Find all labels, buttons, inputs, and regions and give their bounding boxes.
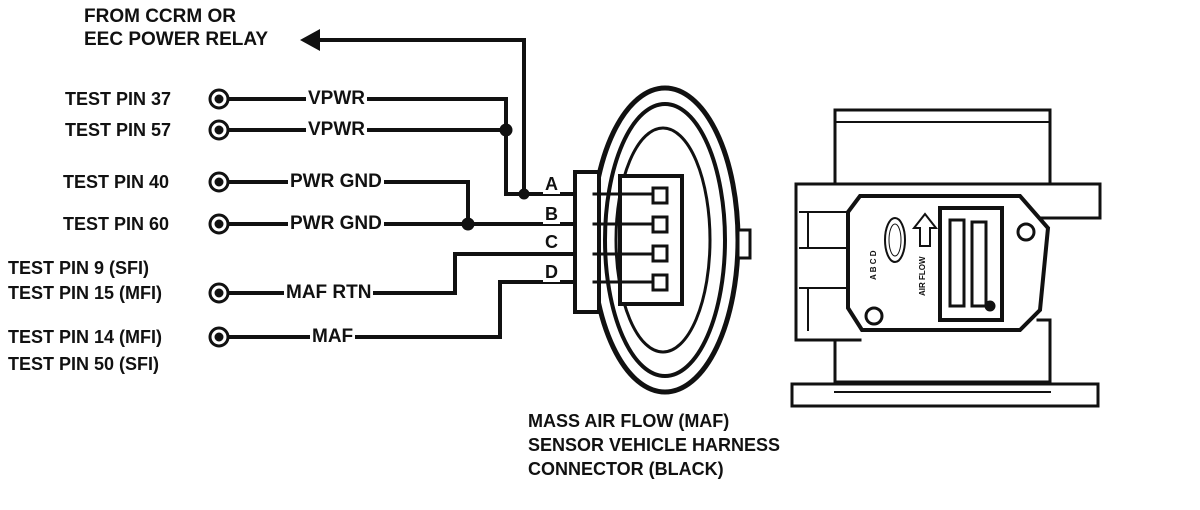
gnd-splice <box>461 217 475 231</box>
test-pin-label: TEST PIN 57 <box>65 120 172 140</box>
test-pin-label: TEST PIN 9 (SFI) <box>8 258 150 278</box>
power-relay-arrowhead <box>300 29 320 51</box>
test-pin-label: TEST PIN 60 <box>63 214 170 234</box>
signal-label-vpwr: VPWR <box>306 88 367 109</box>
signal-label-vpwr: VPWR <box>306 119 367 140</box>
signal-label-maf-rtn: MAF RTN <box>284 282 374 303</box>
vpwr-wire-37 <box>228 97 508 134</box>
power-relay-wire <box>316 38 526 196</box>
sensor-flow-label: AIR FLOW <box>918 256 927 296</box>
connector-pin-c-label: C <box>543 232 560 252</box>
signal-label-pwr-gnd: PWR GND <box>288 171 384 192</box>
source-label-line2: EEC POWER RELAY <box>84 29 269 50</box>
signal-label-pwr-gnd: PWR GND <box>288 213 384 234</box>
maf-wire <box>228 280 596 339</box>
source-label-line1: FROM CCRM OR <box>84 6 236 27</box>
test-pin-label: TEST PIN 50 (SFI) <box>8 354 160 374</box>
connector-caption-line1: MASS AIR FLOW (MAF) <box>528 411 730 431</box>
pin-a-splice <box>518 188 530 200</box>
test-pin-label: TEST PIN 15 (MFI) <box>8 283 163 303</box>
vpwr-join-to-pin-a <box>504 128 596 196</box>
air-flow-arrow-icon <box>911 212 939 247</box>
connector-pin-d-label: D <box>543 262 560 282</box>
test-pin-jack-icons <box>208 88 230 348</box>
sensor-pin-letters: A B C D <box>869 250 878 280</box>
test-pin-label: TEST PIN 14 (MFI) <box>8 327 163 347</box>
ford-logo-icon <box>884 217 906 263</box>
harness-connector <box>573 85 752 395</box>
test-pin-label: TEST PIN 37 <box>65 89 172 109</box>
connector-caption-line2: SENSOR VEHICLE HARNESS <box>528 435 781 455</box>
mount-screw-bottom <box>864 306 884 326</box>
test-pin-label: TEST PIN 40 <box>63 172 170 192</box>
mount-screw-top <box>1016 222 1036 242</box>
signal-label-maf: MAF <box>310 326 356 347</box>
connector-pin-a-label: A <box>543 174 560 194</box>
connector-pin-b-label: B <box>543 204 560 224</box>
connector-caption-line3: CONNECTOR (BLACK) <box>528 459 724 479</box>
vpwr-splice <box>499 123 513 137</box>
maf-sensor <box>790 108 1102 408</box>
